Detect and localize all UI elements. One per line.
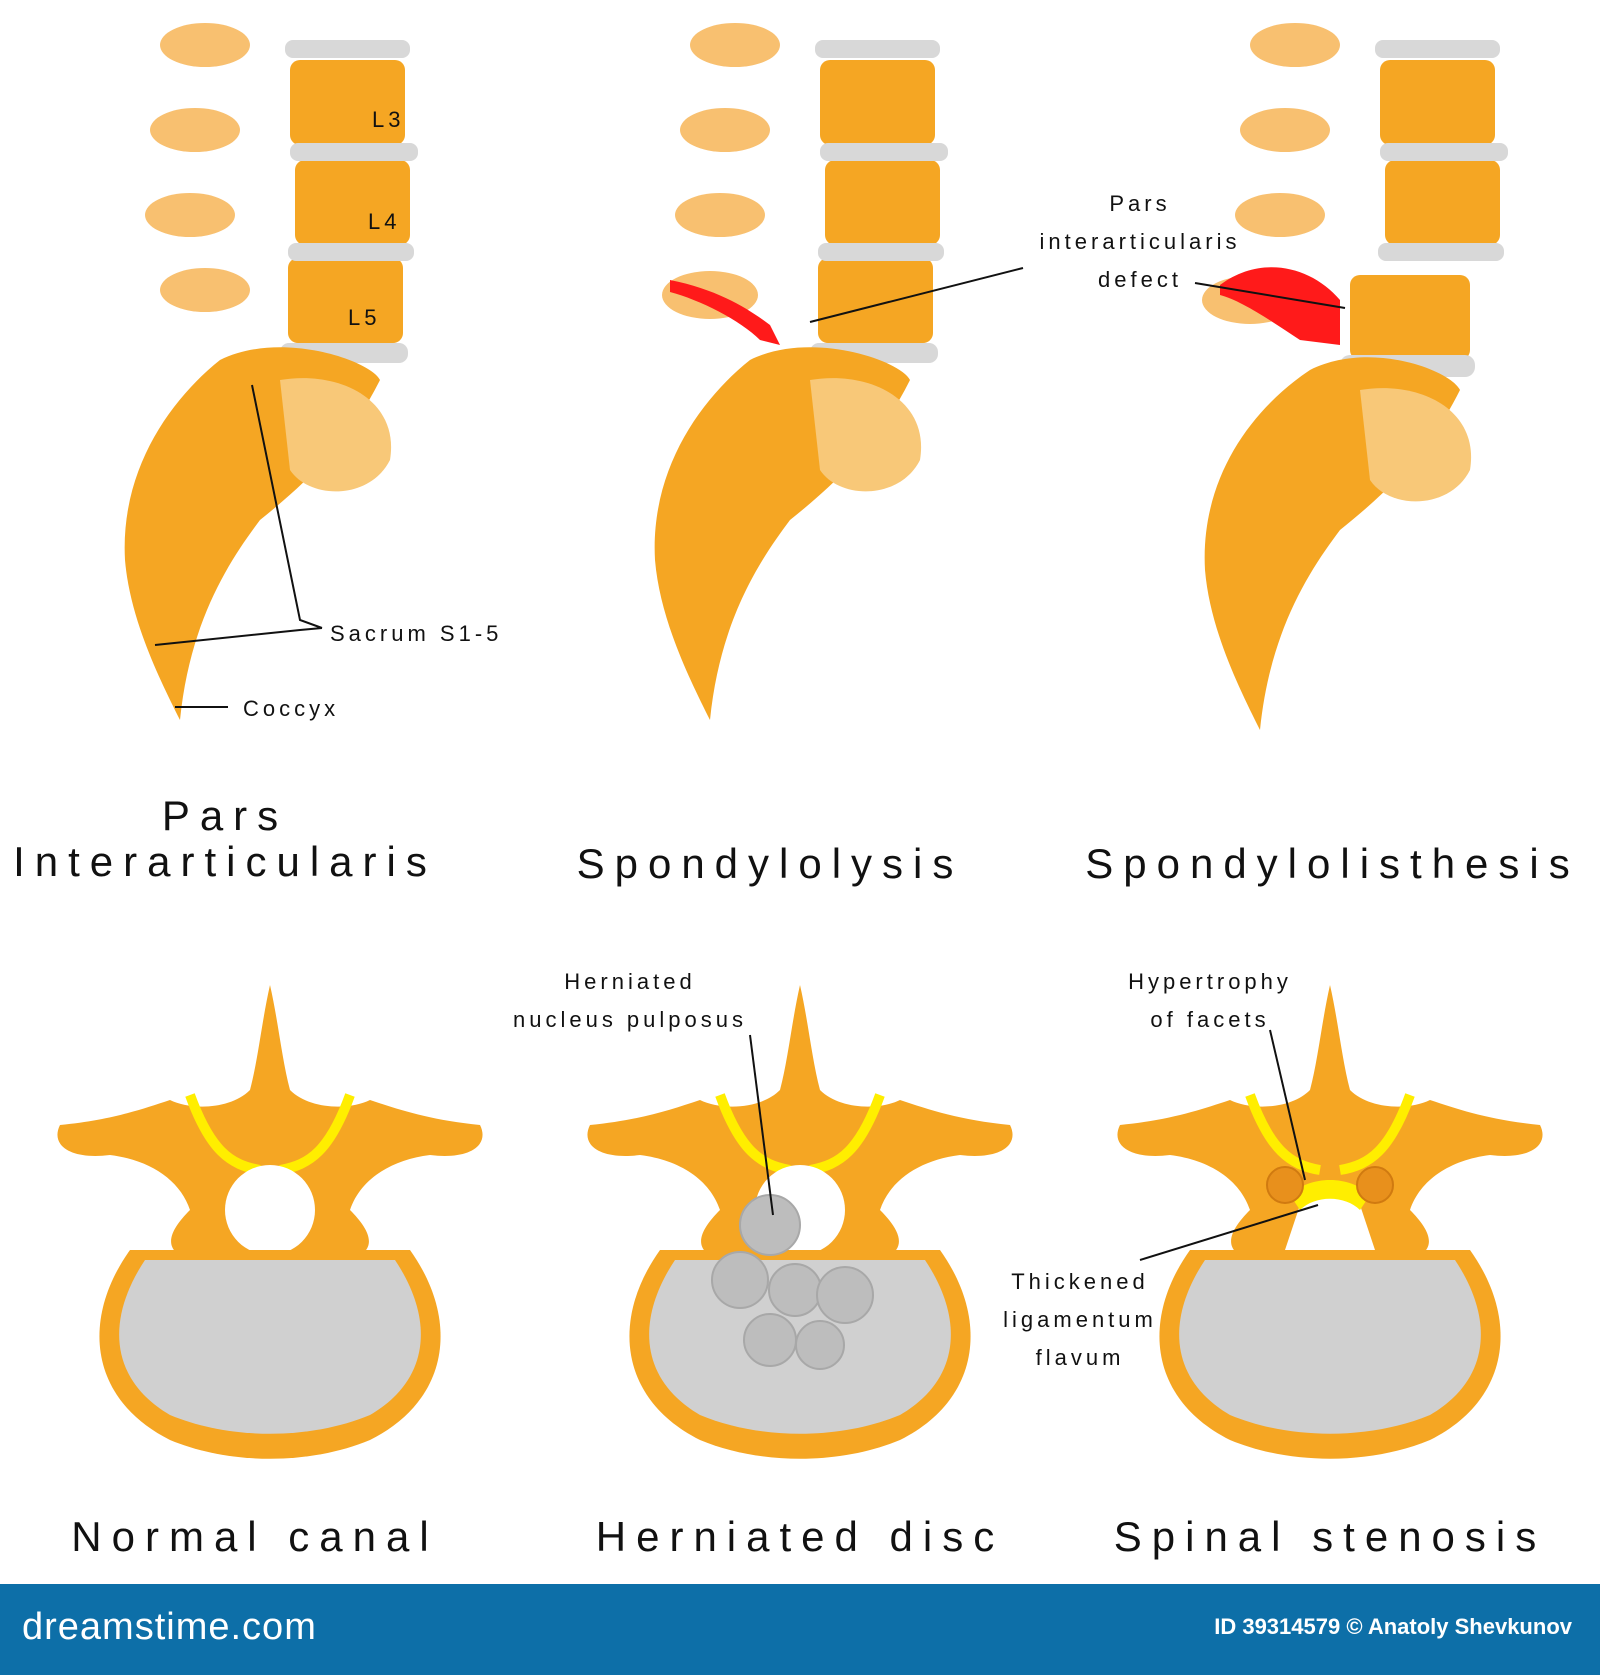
title-normal-canal: Normal canal [40,1514,470,1560]
label-hypertrophy: Hypertrophy of facets [1090,963,1330,1039]
footer-credit: ID 39314579 © Anatoly Shevkunov [1214,1614,1572,1640]
title-herniated-disc: Herniated disc [570,1514,1030,1560]
label-hypertrophy-line1: Hypertrophy [1090,963,1330,1001]
label-thickened-line1: Thickened [980,1263,1180,1301]
footer-bar: dreamstime.com ID 39314579 © Anatoly She… [0,1584,1600,1675]
label-herniated-line2: nucleus pulposus [480,1001,780,1039]
leader-lines-bottom [0,0,1600,1400]
label-hypertrophy-line2: of facets [1090,1001,1330,1039]
label-thickened-line3: flavum [980,1339,1180,1377]
label-herniated-line1: Herniated [480,963,780,1001]
label-herniated-nucleus: Herniated nucleus pulposus [480,963,780,1039]
footer-brand[interactable]: dreamstime.com [22,1606,317,1649]
label-thickened-line2: ligamentum [980,1301,1180,1339]
label-thickened-ligament: Thickened ligamentum flavum [980,1263,1180,1377]
title-spinal-stenosis: Spinal stenosis [1100,1514,1560,1560]
